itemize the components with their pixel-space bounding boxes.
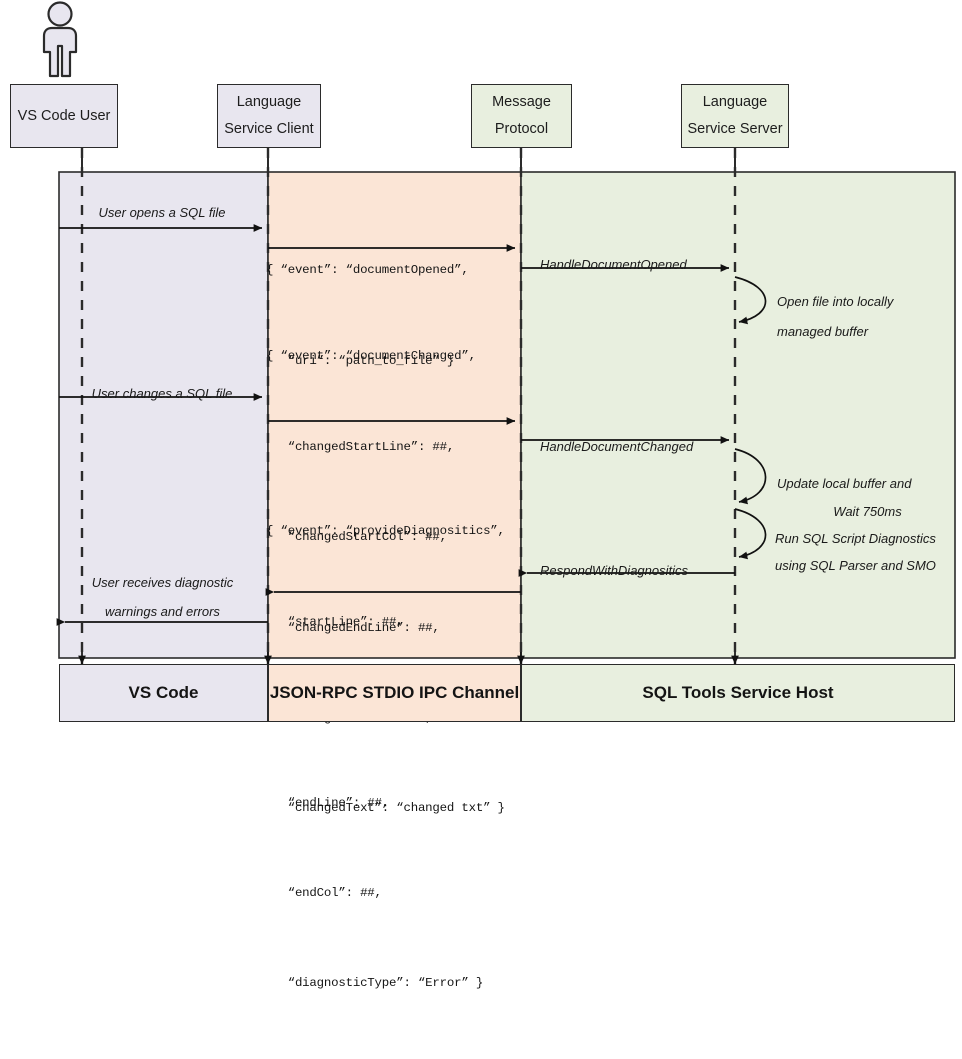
band-vscode	[58, 171, 269, 659]
self-call-open-file-l1: Open file into locally	[777, 294, 894, 309]
footer-ipc-channel: JSON-RPC STDIO IPC Channel	[268, 664, 521, 722]
self-call-open-file-l2: managed buffer	[777, 324, 869, 339]
footer-label: VS Code	[128, 683, 199, 702]
participant-label-line1: Message	[492, 94, 551, 111]
footer-service-host: SQL Tools Service Host	[521, 664, 955, 722]
footer-label: JSON-RPC STDIO IPC Channel	[269, 683, 520, 702]
participant-label: VS Code User	[17, 107, 111, 124]
message-label-user-opens: User opens a SQL file	[98, 205, 226, 220]
diagram-canvas	[42, 1, 956, 665]
payload-line: { “event”: “provideDiagnositics”,	[266, 524, 505, 539]
payload-line: “endLine”: ##,	[266, 795, 390, 810]
participant-label-line2: Service Client	[224, 121, 314, 137]
payload-line: { “event”: “documentChanged”,	[266, 349, 476, 364]
payload-line: “changedStartLine”: ##,	[266, 439, 455, 454]
participant-label-line2: Protocol	[494, 121, 549, 137]
payload-line: “endCol”: ##,	[266, 885, 382, 900]
message-label-user-changes: User changes a SQL file	[91, 386, 233, 401]
message-label-user-receives-l1: User receives diagnostic	[91, 575, 234, 590]
message-label-user-receives-l2: warnings and errors	[105, 604, 220, 619]
self-call-update-buffer-l2: Wait 750ms	[833, 504, 902, 519]
participant-language-service-client[interactable]: Language Service Client	[217, 84, 321, 148]
payload-provide-diagnositics: { “event”: “provideDiagnositics”, “start…	[266, 456, 505, 1059]
band-ipc	[267, 171, 522, 659]
self-call-run-diagnostics-l2: using SQL Parser and SMO	[775, 558, 936, 573]
payload-line: { “event”: “documentOpened”,	[266, 263, 469, 278]
payload-line: “changedStartCol”: ##,	[266, 530, 447, 545]
self-call-loops	[734, 276, 767, 560]
payload-line: “diagnosticType”: “Error” }	[266, 976, 484, 991]
band-service-host	[520, 171, 956, 659]
payload-line: “changedEndLine”: ##,	[266, 620, 440, 635]
sequence-diagram: VS Code User Language Service Client Mes…	[10, 1, 956, 991]
participant-vs-code-user[interactable]: VS Code User	[10, 84, 118, 148]
loop-run-diagnostics	[734, 508, 767, 560]
payload-line: “startLine”: ##,	[266, 614, 404, 629]
message-label-handle-document-changed: HandleDocumentChanged	[540, 439, 694, 454]
self-call-update-buffer-l1: Update local buffer and	[777, 476, 912, 491]
activity-bands	[58, 171, 956, 659]
participant-label-line1: Language	[236, 94, 302, 111]
lifeline-terminators	[78, 652, 739, 665]
participant-message-protocol[interactable]: Message Protocol	[471, 84, 572, 148]
self-call-run-diagnostics-l1: Run SQL Script Diagnostics	[775, 531, 936, 546]
payload-line: “uri”: “path_to_file” }	[266, 353, 455, 368]
participant-language-service-server[interactable]: Language Service Server	[681, 84, 789, 148]
box-connectors	[81, 148, 736, 172]
footer-vs-code: VS Code	[59, 664, 268, 722]
participant-label-line1: Language	[702, 94, 768, 111]
payload-document-opened: { “event”: “documentOpened”, “uri”: “pat…	[266, 195, 469, 436]
loop-update-buffer	[734, 448, 767, 505]
message-arrows	[56, 224, 735, 626]
footer-label: SQL Tools Service Host	[642, 683, 834, 702]
loop-open-file	[734, 276, 767, 325]
participant-label-line2: Service Server	[687, 121, 783, 137]
message-label-handle-document-opened: HandleDocumentOpened	[540, 257, 687, 272]
lifelines	[80, 148, 737, 664]
message-label-respond-with-diagnositics: RespondWithDiagnositics	[540, 563, 689, 578]
person-icon	[42, 1, 78, 78]
